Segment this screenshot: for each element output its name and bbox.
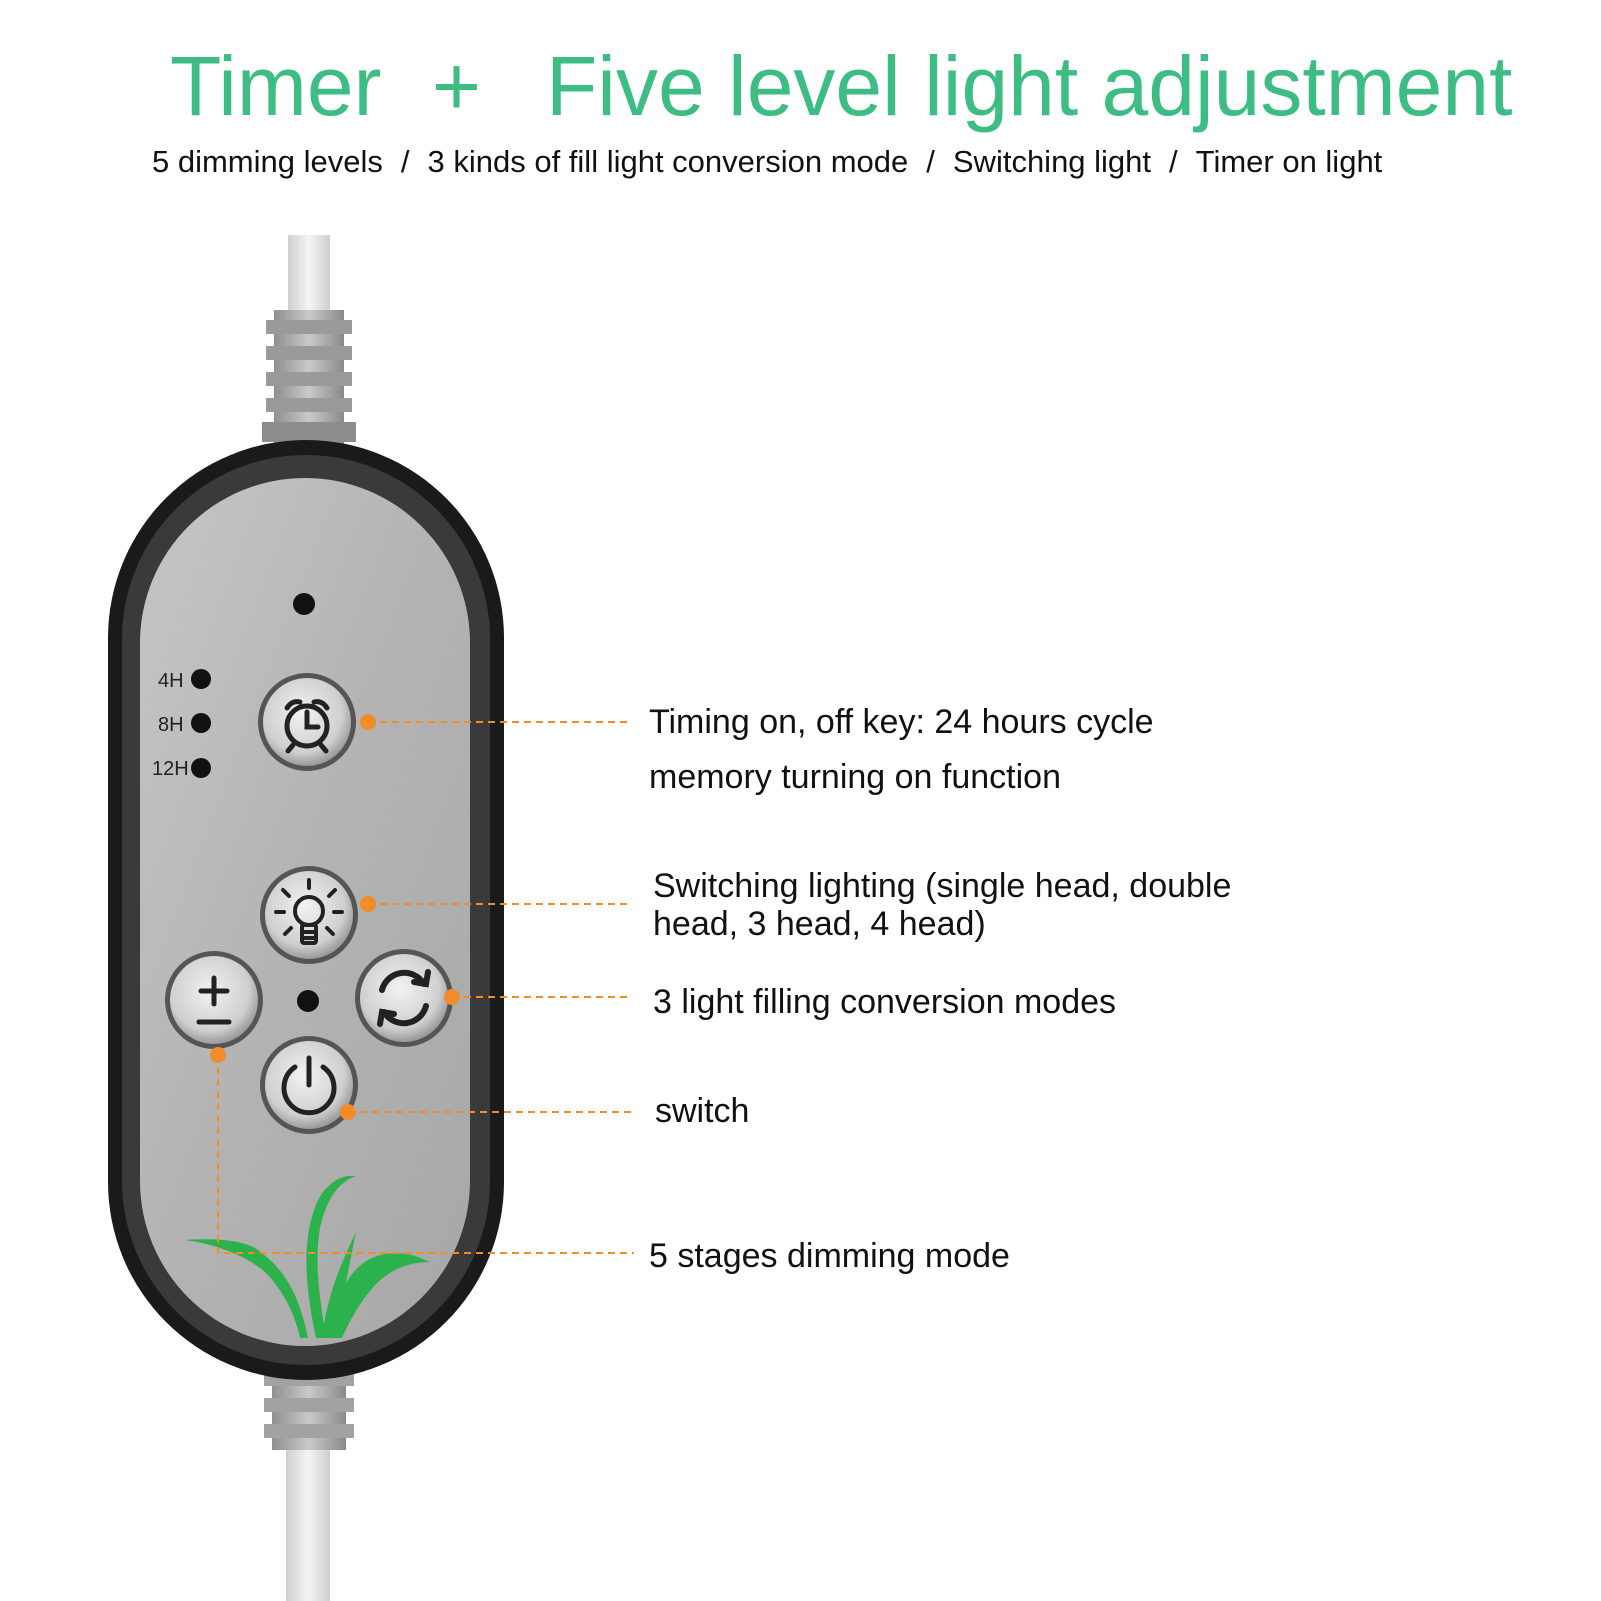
cable-bottom bbox=[286, 1450, 330, 1601]
callout-modes: 3 light filling conversion modes bbox=[653, 983, 1117, 1021]
plus-minus-icon bbox=[196, 975, 232, 1025]
callout-dimming: 5 stages dimming mode bbox=[649, 1237, 1010, 1275]
callout-timer-line1: Timing on, off key: 24 hours cycle bbox=[649, 703, 1154, 741]
power-button[interactable] bbox=[260, 1036, 358, 1134]
callout-timer-line2: memory turning on function bbox=[649, 758, 1061, 796]
timer-level-8h: 8H bbox=[158, 714, 184, 736]
cycle-arrows-icon bbox=[377, 969, 431, 1027]
headline: Timer + Five level light adjustment bbox=[0, 36, 1601, 136]
callout-dot bbox=[360, 714, 376, 730]
timer-led bbox=[191, 669, 211, 689]
callout-switch: switch bbox=[655, 1092, 750, 1130]
headline-five-level: Five level light adjustment bbox=[546, 39, 1513, 133]
timer-level-12h: 12H bbox=[152, 758, 189, 780]
feature-list: 5 dimming levels / 3 kinds of fill light c… bbox=[152, 140, 1572, 184]
callout-dot bbox=[340, 1104, 356, 1120]
status-led bbox=[293, 593, 315, 615]
callout-dot bbox=[360, 896, 376, 912]
callout-dot bbox=[444, 989, 460, 1005]
alarm-clock-icon bbox=[284, 699, 330, 754]
separator: / bbox=[1169, 144, 1178, 179]
headline-timer: Timer bbox=[170, 39, 382, 133]
dimming-button[interactable] bbox=[165, 951, 263, 1049]
headline-plus: + bbox=[432, 39, 482, 133]
timer-button[interactable] bbox=[258, 673, 356, 771]
switching-light-button[interactable] bbox=[260, 866, 358, 964]
separator: / bbox=[926, 144, 935, 179]
light-bulb-icon bbox=[274, 878, 344, 945]
timer-led bbox=[191, 758, 211, 778]
callout-dots bbox=[210, 714, 460, 1120]
power-icon bbox=[281, 1055, 337, 1116]
feature-item: Switching light bbox=[952, 144, 1152, 179]
strain-relief-top bbox=[262, 310, 356, 445]
callout-dot bbox=[210, 1047, 226, 1063]
center-led bbox=[297, 990, 319, 1012]
timer-led bbox=[191, 713, 211, 733]
grass-logo-icon bbox=[185, 1175, 430, 1338]
callout-lines bbox=[217, 721, 634, 1254]
timer-level-4h: 4H bbox=[158, 670, 184, 692]
feature-item: Timer on light bbox=[1195, 144, 1383, 179]
feature-item: 3 kinds of fill light conversion mode bbox=[427, 144, 909, 179]
separator: / bbox=[400, 144, 410, 179]
feature-item: 5 dimming levels bbox=[152, 144, 383, 179]
callout-switching-line1: Switching lighting (single head, double bbox=[653, 867, 1232, 905]
callout-switching-line2: head, 3 head, 4 head) bbox=[653, 905, 986, 943]
mode-conversion-button[interactable] bbox=[355, 949, 453, 1047]
